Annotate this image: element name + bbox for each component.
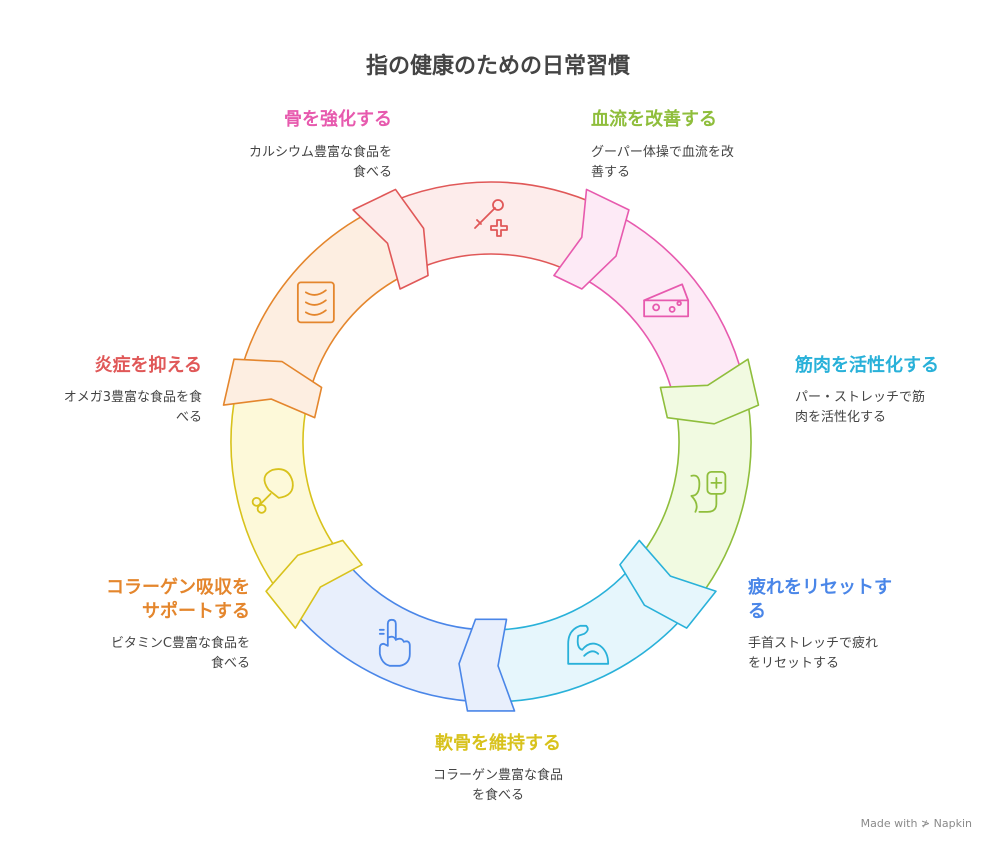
fatigue-connector: [458, 618, 516, 712]
inflammation-desc-line2: べる: [175, 410, 202, 425]
napkin-watermark: Made with ≯ Napkin: [860, 817, 972, 830]
chicken-leg-icon: [251, 468, 294, 514]
inflammation-desc-line1: オメガ3豊富な食品を食: [63, 390, 202, 405]
bone-desc: カルシウム豊富な食品を 食べる: [192, 143, 392, 183]
cartilage-desc-line1: コラーゲン豊富な食品: [432, 768, 563, 783]
page-title: 指の健康のための日常習慣: [365, 54, 630, 79]
cheese-icon: [643, 283, 690, 318]
muscle-desc-line1: パー・ストレッチで筋: [795, 390, 926, 405]
muscle-connector: [619, 539, 717, 629]
cartilage-desc: コラーゲン豊富な食品 を食べる: [398, 766, 598, 806]
inflammation-connector: [352, 188, 429, 290]
fatigue-desc: 手首ストレッチで疲れ をリセットする: [748, 634, 948, 674]
cartilage-title: 軟骨を維持する: [435, 733, 561, 754]
chili-peppers-icon: [296, 281, 335, 324]
inflammation-desc: オメガ3豊富な食品を食 べる: [30, 388, 202, 428]
blood-desc: グーパー体操で血流を改 善する: [591, 143, 811, 183]
collagen-desc-line2: 食べる: [210, 656, 250, 671]
bone-desc-line1: カルシウム豊富な食品を: [248, 145, 392, 160]
cartilage-connector: [265, 539, 363, 629]
inflammation-title: 炎症を抑える: [94, 355, 202, 376]
blood-connector: [659, 358, 760, 425]
collagen-title-line2: サポートする: [142, 601, 250, 622]
iv-drip-icon: [690, 470, 727, 513]
collagen-desc-line1: ビタミンC豊富な食品を: [110, 636, 250, 651]
muscle-desc-line2: 肉を活性化する: [795, 410, 887, 425]
medical-thermometer-icon: [474, 199, 508, 237]
fatigue-title: 疲れをリセットす る: [748, 576, 948, 624]
collagen-connector: [222, 358, 323, 419]
muscle-desc: パー・ストレッチで筋 肉を活性化する: [795, 388, 985, 428]
muscle-title: 筋肉を活性化する: [795, 355, 939, 376]
cartilage-desc-line2: を食べる: [471, 788, 524, 803]
blood-desc-line1: グーパー体操で血流を改: [591, 145, 734, 160]
pointing-hand-icon: [378, 618, 411, 667]
blood-desc-line2: 善する: [591, 165, 631, 180]
fatigue-desc-line2: をリセットする: [748, 656, 840, 671]
bone-title: 骨を強化する: [284, 109, 392, 130]
bone-connector: [553, 188, 630, 290]
bone-desc-line2: 食べる: [352, 165, 392, 180]
fatigue-title-line1: 疲れをリセットす: [748, 577, 892, 598]
collagen-title: コラーゲン吸収を サポートする: [40, 576, 250, 624]
flexed-arm-icon: [567, 624, 610, 665]
fatigue-desc-line1: 手首ストレッチで疲れ: [748, 636, 879, 651]
collagen-desc: ビタミンC豊富な食品を 食べる: [40, 634, 250, 674]
collagen-title-line1: コラーゲン吸収を: [106, 577, 250, 598]
blood-title: 血流を改善する: [591, 109, 717, 130]
fatigue-title-line2: る: [748, 601, 766, 622]
